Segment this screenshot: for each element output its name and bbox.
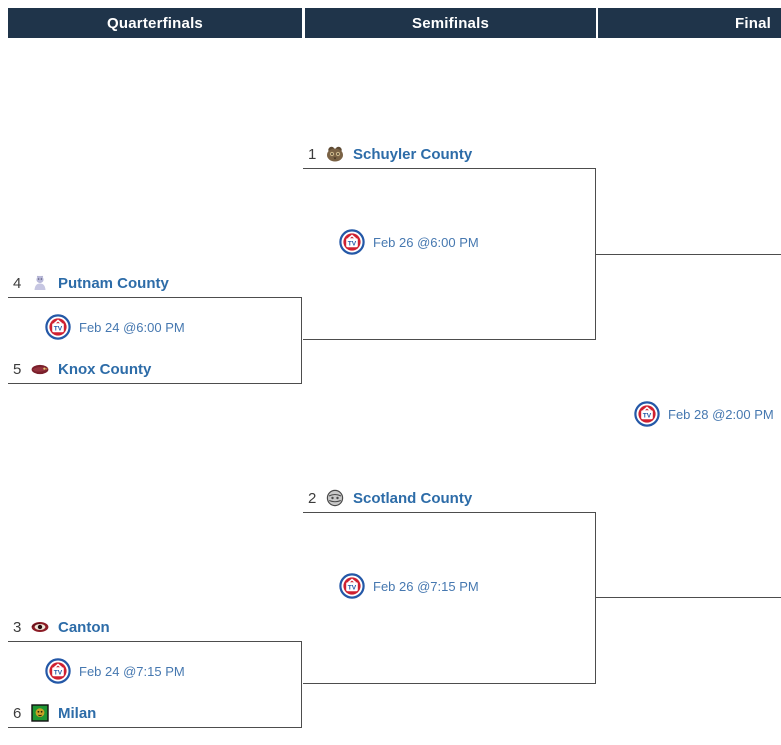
team-link-knox-county[interactable]: Knox County [58, 360, 152, 378]
team-link-schuyler-county[interactable]: Schuyler County [353, 145, 473, 163]
milan-mascot-icon [31, 704, 49, 722]
game-time[interactable]: Feb 26 @7:15 PM [373, 578, 479, 594]
schuyler-county-mascot-icon [327, 146, 343, 162]
team-link-scotland-county[interactable]: Scotland County [353, 489, 473, 507]
svg-text:TV: TV [643, 412, 652, 419]
seed-number: 2 [308, 489, 317, 507]
semifinal-1-bracket-box [303, 168, 596, 340]
tv-broadcast-icon[interactable]: TV [339, 573, 365, 599]
svg-text:TV: TV [348, 240, 357, 247]
team-row-milan: 6 Milan [13, 703, 96, 723]
seed-number: 5 [13, 360, 22, 378]
team-link-milan[interactable]: Milan [58, 704, 97, 722]
game-info-final[interactable]: TV Feb 28 @2:00 PM [634, 401, 774, 427]
game-time[interactable]: Feb 28 @2:00 PM [668, 406, 774, 422]
knox-county-mascot-icon [31, 364, 49, 375]
svg-text:TV: TV [348, 584, 357, 591]
scotland-county-mascot-icon [326, 489, 344, 507]
semifinal-2-bracket-box [303, 512, 596, 684]
svg-text:TV: TV [54, 325, 63, 332]
semifinal-1-winner-line [596, 254, 781, 255]
team-row-putnam-county: 4 Putnam County [13, 273, 169, 293]
seed-number: 1 [308, 145, 317, 163]
team-link-putnam-county[interactable]: Putnam County [58, 274, 169, 292]
semifinal-2-winner-line [596, 597, 781, 598]
game-info-quarterfinal-1[interactable]: TV Feb 24 @6:00 PM [45, 314, 185, 340]
team-row-canton: 3 Canton [13, 617, 110, 637]
tv-broadcast-icon[interactable]: TV [339, 229, 365, 255]
round-header-final: Final [598, 8, 781, 38]
svg-text:TV: TV [54, 669, 63, 676]
game-info-quarterfinal-2[interactable]: TV Feb 24 @7:15 PM [45, 658, 185, 684]
game-info-semifinal-2[interactable]: TV Feb 26 @7:15 PM [339, 573, 479, 599]
team-row-knox-county: 5 Knox County [13, 359, 151, 379]
team-link-canton[interactable]: Canton [58, 618, 110, 636]
seed-number: 4 [13, 274, 22, 292]
round-header-semifinals: Semifinals [305, 8, 596, 38]
putnam-county-mascot-icon [34, 275, 46, 290]
game-time[interactable]: Feb 24 @7:15 PM [79, 663, 185, 679]
game-time[interactable]: Feb 24 @6:00 PM [79, 319, 185, 335]
game-info-semifinal-1[interactable]: TV Feb 26 @6:00 PM [339, 229, 479, 255]
tv-broadcast-icon[interactable]: TV [45, 314, 71, 340]
team-row-schuyler-county: 1 Schuyler County [308, 144, 472, 164]
tv-broadcast-icon[interactable]: TV [634, 401, 660, 427]
canton-mascot-icon [31, 622, 49, 632]
team-row-scotland-county: 2 Scotland County [308, 488, 472, 508]
quarterfinal-1-bracket-box [8, 297, 302, 384]
seed-number: 6 [13, 704, 22, 722]
game-time[interactable]: Feb 26 @6:00 PM [373, 234, 479, 250]
seed-number: 3 [13, 618, 22, 636]
quarterfinal-2-bracket-box [8, 641, 302, 728]
round-header-quarterfinals: Quarterfinals [8, 8, 302, 38]
tv-broadcast-icon[interactable]: TV [45, 658, 71, 684]
